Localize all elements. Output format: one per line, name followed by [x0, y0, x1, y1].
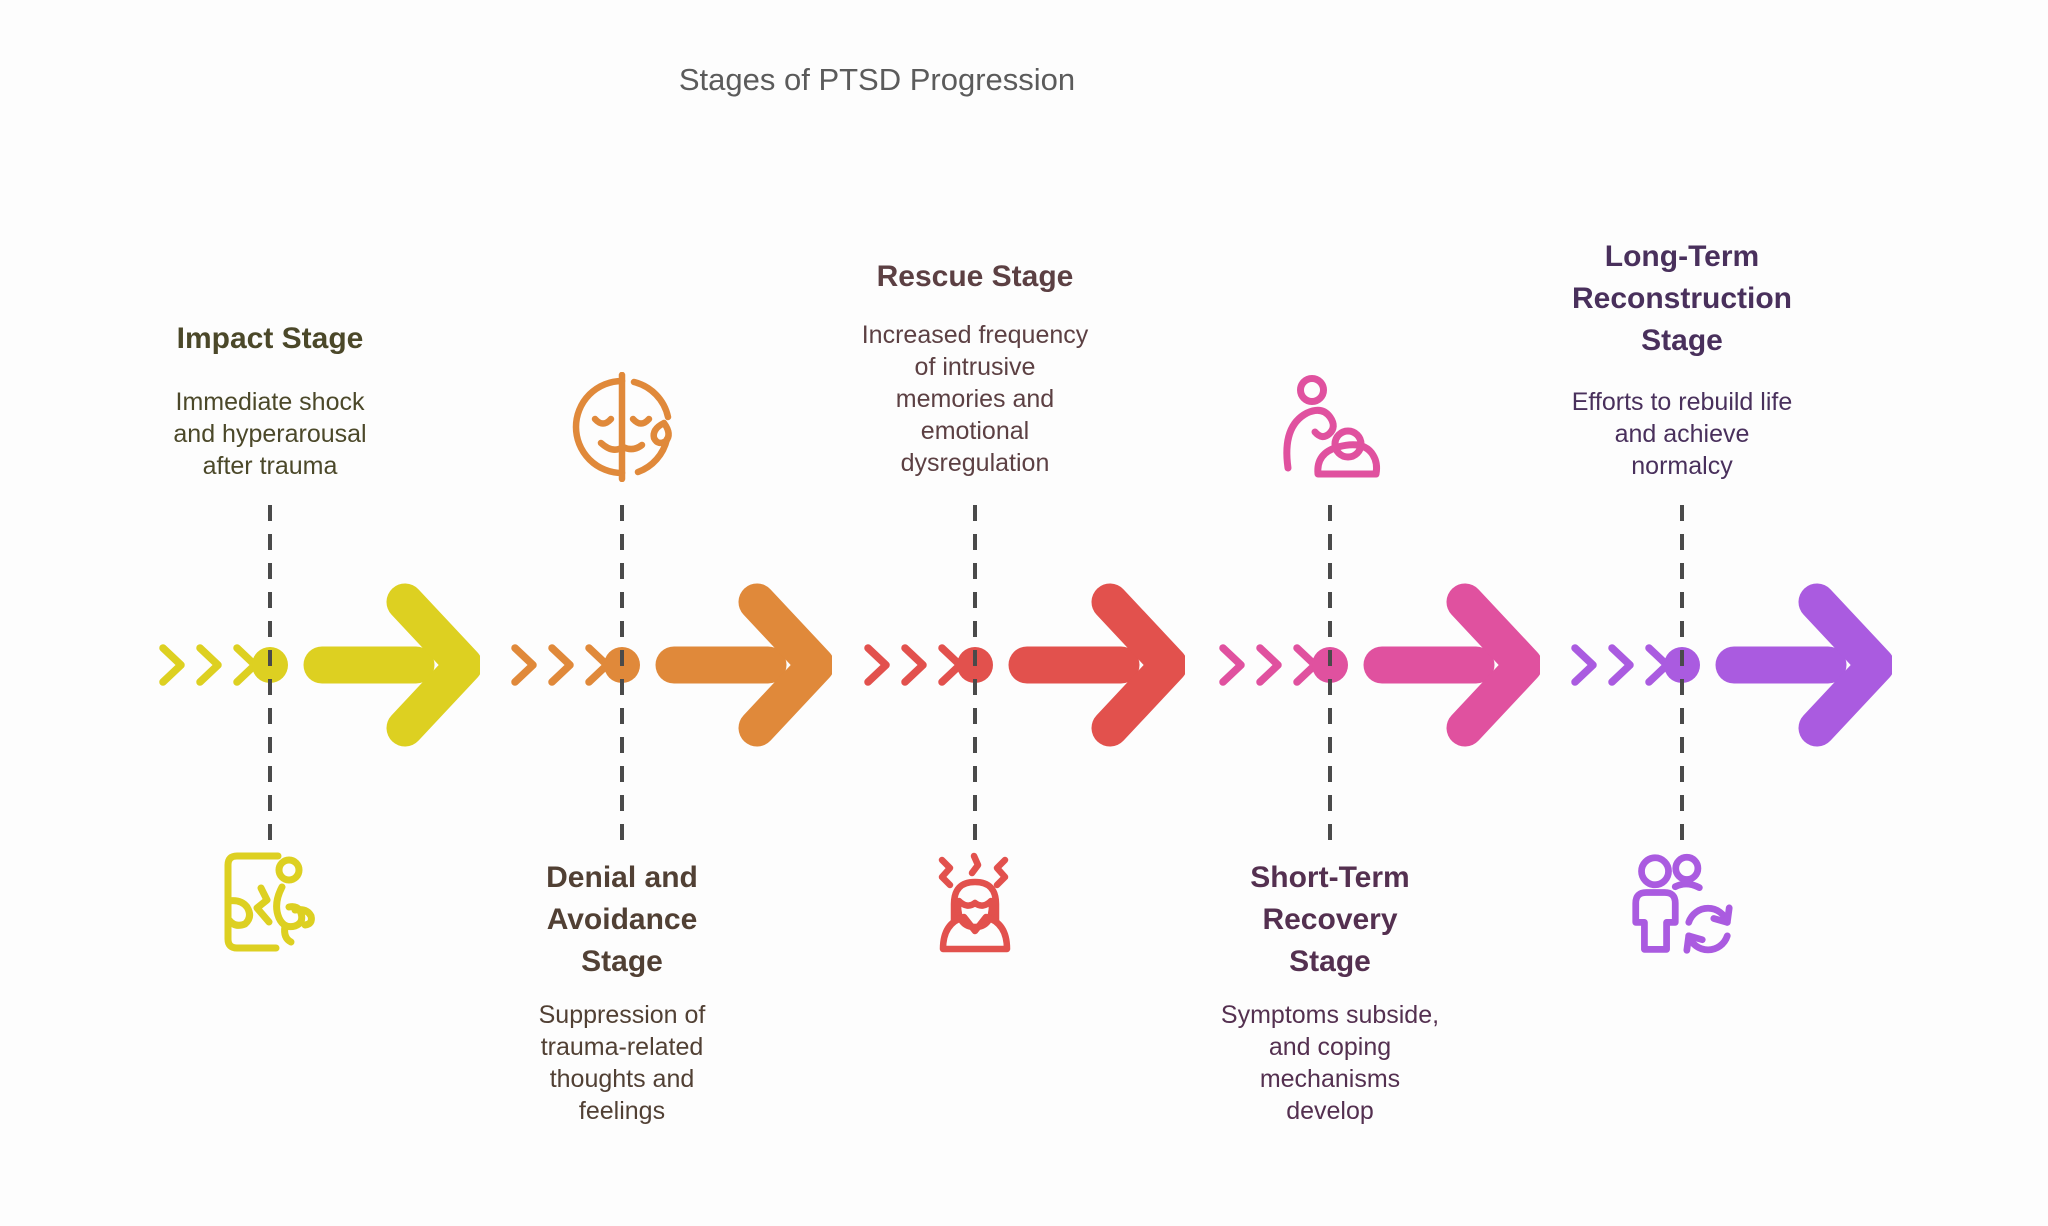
stage-description: Immediate shock and hyperarousal after t…	[173, 388, 367, 480]
stage-description: Increased frequency of intrusive memorie…	[861, 321, 1089, 477]
flow-arrow-motif	[864, 583, 1185, 747]
dashed-connector-line	[620, 505, 624, 840]
stage-description: Efforts to rebuild life and achieve norm…	[1571, 388, 1793, 480]
dashed-connector-line	[1680, 505, 1684, 840]
stage-title: Impact Stage	[176, 322, 364, 355]
stage-title: Short-Term Recovery Stage	[1250, 861, 1410, 978]
stage-title: Denial and Avoidance Stage	[546, 861, 698, 978]
flow-arrow-motif	[1571, 583, 1892, 747]
forward-arrow-icon	[1363, 583, 1540, 747]
page-title: Stages of PTSD Progression	[678, 62, 1076, 97]
dashed-connector-line	[268, 505, 272, 840]
stage-description: Symptoms subside, and coping mechanisms …	[1220, 1001, 1440, 1125]
dashed-connector-line	[973, 505, 977, 840]
stage-description: Suppression of trauma-related thoughts a…	[538, 1001, 706, 1125]
comforting-person-icon	[1283, 375, 1381, 478]
forward-arrow-icon	[655, 583, 832, 747]
forward-arrow-icon	[303, 583, 480, 747]
person-impact-icon	[224, 852, 315, 952]
flow-arrow-motif	[1219, 583, 1540, 747]
dashed-connector-line	[1328, 505, 1332, 840]
flow-arrow-motif	[511, 583, 832, 747]
triple-chevron-right-icon	[1219, 644, 1319, 686]
triple-chevron-right-icon	[1571, 644, 1671, 686]
triple-chevron-right-icon	[864, 644, 964, 686]
stage-title: Rescue Stage	[876, 260, 1074, 293]
flow-arrow-motif	[159, 583, 480, 747]
stage-title: Long-Term Reconstruction Stage	[1571, 240, 1793, 357]
split-face-tear-icon	[572, 372, 672, 482]
forward-arrow-icon	[1008, 583, 1185, 747]
stressed-person-icon	[938, 852, 1011, 953]
people-renewal-icon	[1632, 853, 1733, 954]
triple-chevron-right-icon	[511, 644, 611, 686]
triple-chevron-right-icon	[159, 644, 259, 686]
forward-arrow-icon	[1715, 583, 1892, 747]
